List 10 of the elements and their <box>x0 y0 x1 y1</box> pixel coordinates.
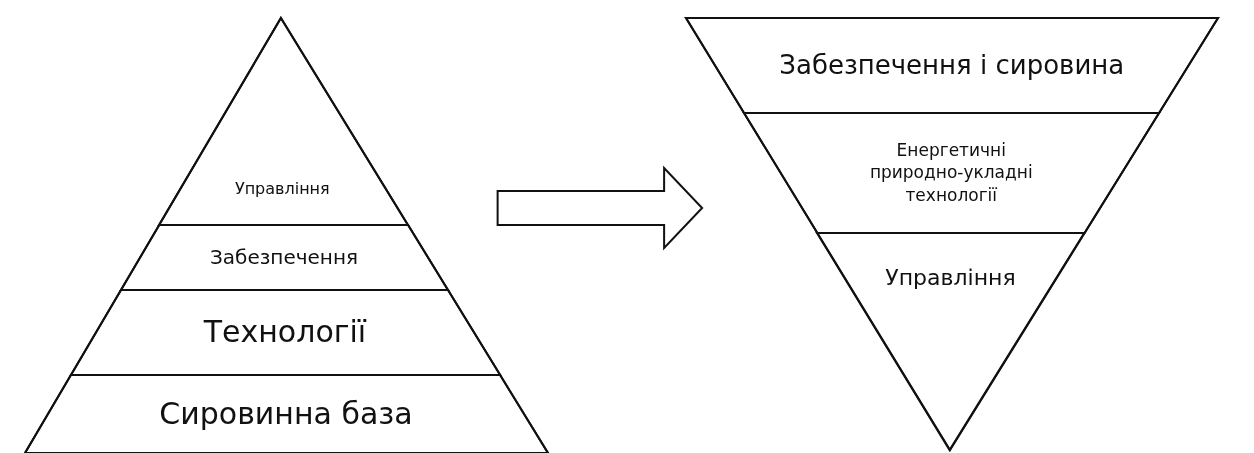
layer-label: Енергетичні природно-укладні технології <box>868 138 1034 208</box>
layer-label: Управління <box>233 178 331 200</box>
layer-label: Технології <box>202 313 368 351</box>
layer-label: Управління <box>884 264 1017 292</box>
pyramid <box>25 18 548 453</box>
inverted-pyramid <box>686 18 1218 450</box>
layer-label: Забезпечення і сировина <box>778 49 1126 82</box>
layer-label: Забезпечення <box>209 244 360 271</box>
layer-label: Сировинна база <box>158 394 414 433</box>
block-arrow <box>496 165 704 251</box>
